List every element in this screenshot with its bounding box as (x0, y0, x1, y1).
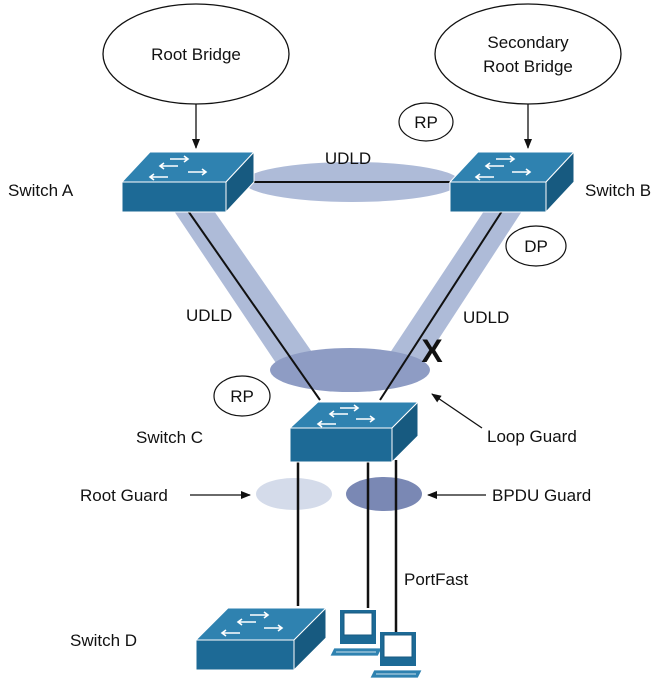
loop-guard-arrow (431, 393, 483, 429)
udld-band-left (172, 208, 330, 378)
root-bridge-label: Root Bridge (151, 45, 241, 64)
bpdu-guard-label: BPDU Guard (492, 486, 591, 505)
rp-bubble-c (213, 375, 271, 417)
pc-icon-1 (329, 610, 383, 657)
switch-d-label: Switch D (70, 631, 137, 650)
switch-b-label: Switch B (585, 181, 651, 200)
udld-label-top: UDLD (325, 149, 371, 168)
loop-guard-label: Loop Guard (487, 427, 577, 446)
udld-label-left: UDLD (186, 306, 232, 325)
dp-label-b: DP (524, 237, 548, 256)
rp-label-c: RP (230, 387, 254, 406)
dp-bubble-b (505, 225, 567, 267)
secondary-root-bridge-bubble (434, 3, 622, 105)
switch-a-icon (120, 150, 256, 214)
switch-c-label: Switch C (136, 428, 203, 447)
rp-label-b: RP (414, 113, 438, 132)
blocked-port-mark: X (421, 333, 443, 369)
switch-c-icon (288, 400, 420, 464)
switch-b-icon (448, 150, 576, 214)
udld-label-right: UDLD (463, 308, 509, 327)
rp-bubble-b (398, 102, 454, 142)
root-guard-ellipse (256, 478, 332, 510)
switch-a-label: Switch A (8, 181, 74, 200)
secondary-root-bridge-label-2: Root Bridge (483, 57, 573, 76)
loop-guard-ellipse (270, 348, 430, 392)
switch-d-icon (194, 606, 328, 672)
pc-icon-2 (369, 632, 423, 679)
link-a-c (185, 207, 321, 401)
bpdu-guard-ellipse (346, 477, 422, 511)
link-b-c (379, 207, 505, 401)
secondary-root-bridge-label-1: Secondary (487, 33, 569, 52)
root-guard-label: Root Guard (80, 486, 168, 505)
portfast-label: PortFast (404, 570, 469, 589)
